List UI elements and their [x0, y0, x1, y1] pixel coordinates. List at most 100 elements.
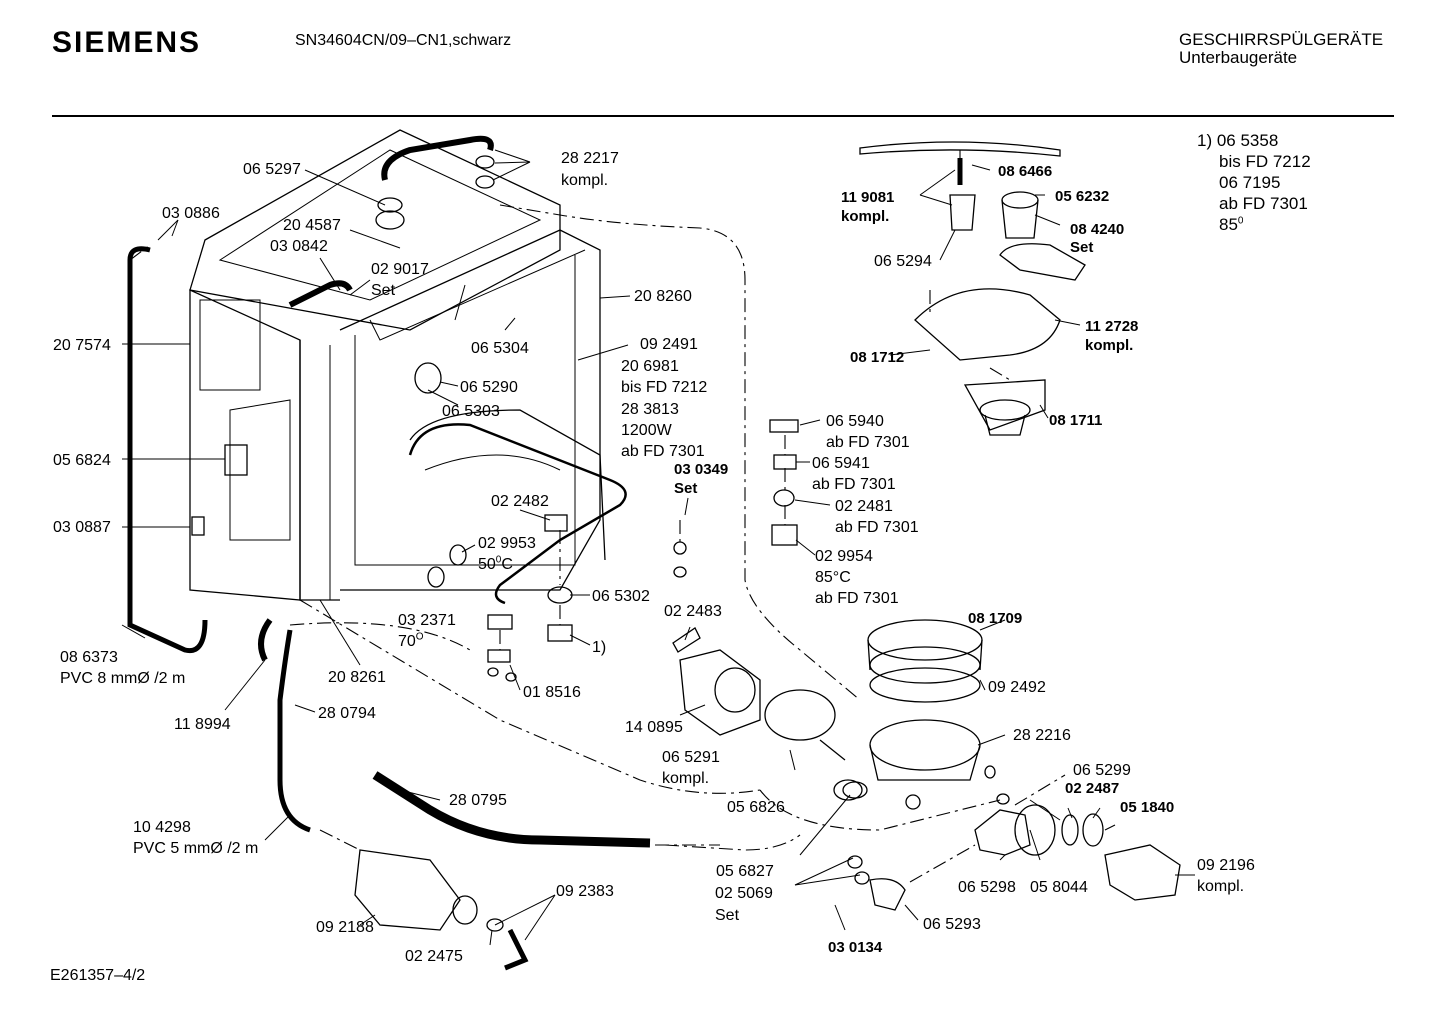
connection-lines	[129, 150, 1116, 883]
part-label: 06 5293	[923, 916, 981, 933]
part-label: Set	[674, 480, 698, 497]
part-label: 05 6827	[716, 863, 774, 880]
part-label: 02 5069	[715, 885, 773, 902]
part-label: 08 1712	[850, 349, 905, 366]
part-label: 20 6981	[621, 358, 679, 375]
footnote-line: 85	[1219, 215, 1238, 234]
part-label: kompl.	[841, 208, 890, 225]
part-label: 08 1709	[968, 610, 1023, 627]
part-label: 02 9954	[815, 548, 873, 565]
part-label: ab FD 7301	[621, 443, 705, 460]
part-label: 06 5302	[592, 588, 650, 605]
spray-arm-drawing	[859, 141, 1061, 157]
part-label: 50	[478, 556, 496, 573]
part-label: 09 2196	[1197, 857, 1255, 874]
part-label: 02 2481	[835, 498, 893, 515]
part-label: 06 5304	[471, 340, 529, 357]
part-label: 28 3813	[621, 401, 679, 418]
part-label: 11 9081	[841, 189, 895, 206]
part-label: 01 8516	[523, 684, 581, 701]
brand-logo: SIEMENS	[52, 26, 202, 59]
part-label: kompl.	[1085, 337, 1134, 354]
part-label: 20 8261	[328, 669, 386, 686]
part-label: 06 5298	[958, 879, 1016, 896]
part-label: 03 0349	[674, 461, 729, 478]
part-label: 06 5940	[826, 413, 884, 430]
footnote-line: ab FD 7301	[1219, 194, 1308, 213]
part-label: 02 2487	[1065, 780, 1120, 797]
part-label: 28 2217	[561, 150, 619, 167]
footnote-superscript: 0	[1237, 215, 1244, 227]
part-label: PVC 5 mmØ /2 m	[133, 840, 259, 857]
part-label: 1200W	[621, 422, 672, 439]
drain-pump-drawing	[354, 849, 461, 931]
part-label: 03 0886	[162, 205, 220, 222]
part-label: 06 5294	[874, 253, 932, 270]
filter-drawing	[914, 288, 1061, 361]
part-label: 05 8044	[1030, 879, 1088, 896]
part-label: 28 0794	[318, 705, 376, 722]
part-label: C	[501, 556, 513, 573]
part-label: ab FD 7301	[812, 476, 896, 493]
dishwasher-tub-drawing	[189, 129, 606, 601]
part-label: 85°C	[815, 569, 851, 586]
part-label: Set	[1070, 239, 1094, 256]
part-label: 02 9953	[478, 535, 536, 552]
part-label: 28 2216	[1013, 727, 1071, 744]
part-label: PVC 8 mmØ /2 m	[60, 670, 186, 687]
part-label: Set	[371, 282, 396, 299]
part-label: 09 2188	[316, 919, 374, 936]
part-label: 1)	[592, 639, 607, 656]
part-label: Set	[715, 907, 740, 924]
part-label: 02 2482	[491, 493, 549, 510]
part-label: 05 6824	[53, 452, 111, 469]
part-label: ab FD 7301	[835, 519, 919, 536]
part-label: 06 5297	[243, 161, 301, 178]
part-label: kompl.	[1197, 878, 1245, 895]
part-label: 03 2371	[398, 612, 456, 629]
part-label: 02 2475	[405, 948, 463, 965]
part-label: 06 5291	[662, 749, 720, 766]
part-label: 08 1711	[1049, 412, 1103, 429]
part-label: kompl.	[561, 172, 609, 189]
drain-hose-drawing	[372, 771, 651, 848]
part-label: 09 2383	[556, 883, 614, 900]
part-label: 08 6373	[60, 649, 118, 666]
heating-element-drawing	[408, 423, 627, 605]
part-label: 05 6826	[727, 799, 785, 816]
part-label: 08 6466	[998, 163, 1053, 180]
part-label: 05 6232	[1055, 188, 1110, 205]
part-label: 28 0795	[449, 792, 507, 809]
part-label: 09 2492	[988, 679, 1046, 696]
part-label: 70	[398, 633, 416, 650]
part-label: 20 8260	[634, 288, 692, 305]
part-label: 08 4240	[1070, 221, 1125, 238]
circulation-pump-drawing	[679, 649, 761, 736]
drawing-id: E261357–4/2	[50, 967, 146, 984]
part-label: 20 4587	[283, 217, 341, 234]
part-label: 05 1840	[1120, 799, 1175, 816]
part-label: 11 2728	[1085, 318, 1139, 335]
part-label: 10 4298	[133, 819, 191, 836]
part-label: 06 5303	[442, 403, 500, 420]
part-label: bis FD 7212	[621, 379, 708, 396]
part-label: 20 7574	[53, 337, 111, 354]
part-label: 09 2491	[640, 336, 698, 353]
part-label: ab FD 7301	[815, 590, 899, 607]
part-label: kompl.	[662, 770, 710, 787]
part-label: 11 8994	[174, 716, 231, 733]
leader-lines	[121, 149, 1195, 946]
footnote-marker: 1) 06 5358	[1197, 131, 1279, 150]
footnote-line: 06 7195	[1219, 173, 1281, 192]
part-label: 02 9017	[371, 261, 429, 278]
part-label: 06 5941	[812, 455, 870, 472]
part-label: 03 0887	[53, 519, 111, 536]
footnote-block: 1) 06 5358 bis FD 7212 06 7195 ab FD 730…	[1197, 130, 1311, 235]
part-label: 06 5290	[460, 379, 518, 396]
part-label: 03 0134	[828, 939, 883, 956]
superscript: 0	[495, 554, 502, 566]
part-label: 14 0895	[625, 719, 683, 736]
part-label: 03 0842	[270, 238, 328, 255]
